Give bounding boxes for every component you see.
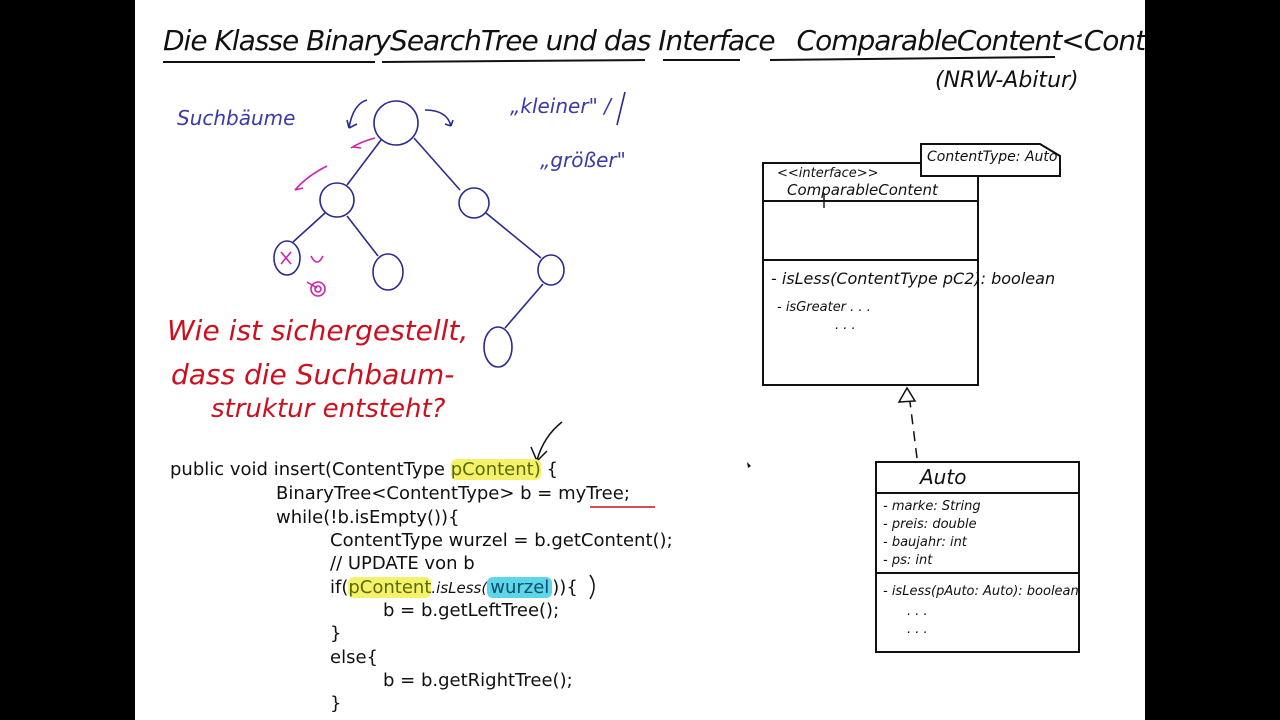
code-line-4: ContentType wurzel = b.getContent(); [330, 530, 673, 551]
code-line-2: BinaryTree<ContentType> b = myTree; [276, 483, 630, 504]
uml-class-box [875, 461, 1080, 653]
whiteboard-slide: Die Klasse BinarySearchTree und das Inte… [135, 0, 1145, 720]
code-arrow [506, 421, 595, 600]
uml-interface-stereotype: <<interface>> [777, 166, 879, 181]
subtitle: (NRW-Abitur) [935, 68, 1079, 93]
uml-interface-method-1: - isLess(ContentType pC2): boolean [771, 269, 1056, 288]
uml-interface-method-3: . . . [835, 318, 856, 333]
page-title: Die Klasse BinarySearchTree und das Inte… [163, 24, 1145, 57]
question-line-3: struktur entsteht? [211, 394, 446, 424]
uml-class-method-1: - isLess(pAuto: Auto): boolean [883, 584, 1079, 599]
uml-interface-name: ComparableContent [787, 181, 938, 199]
drawing-layer [163, 56, 1080, 653]
uml-template-param: ContentType: Auto [927, 149, 1058, 165]
code-line-5: // UPDATE von b [330, 553, 475, 574]
uml-class-attr-2: - preis: double [883, 517, 977, 532]
code-line-6: if(pContent.isLess(wurzel)){ [330, 577, 578, 598]
code-line-9: else{ [330, 647, 378, 668]
realization-arrow [897, 386, 918, 459]
tree-node-left-right [372, 253, 404, 291]
note-kleiner: „kleiner" / [510, 94, 611, 118]
note-groesser: „größer" [540, 148, 626, 172]
tree-node-right [458, 187, 490, 219]
uml-class-name: Auto [920, 465, 967, 489]
uml-class-method-2: . . . [907, 604, 928, 619]
note-suchbaeume: Suchbäume [177, 106, 296, 130]
uml-interface-method-2: - isGreater . . . [777, 300, 871, 315]
question-line-2: dass die Suchbaum- [171, 358, 455, 391]
tree-node-left-left [273, 240, 301, 276]
code-line-11: } [330, 693, 342, 714]
search-tree [273, 99, 565, 368]
code-line-10: b = b.getRightTree(); [383, 670, 573, 691]
uml-class-attr-1: - marke: String [883, 499, 981, 514]
code-line-7: b = b.getLeftTree(); [383, 600, 560, 621]
title-underlines [163, 56, 1056, 63]
pen-cursor-icon [747, 462, 751, 468]
uml-interface-box [762, 143, 1061, 386]
uml-class-attr-3: - baujahr: int [883, 535, 967, 550]
magenta-annotations [280, 137, 376, 297]
uml-class-attr-4: - ps: int [883, 553, 933, 568]
code-line-1: public void insert(ContentType pContent)… [170, 459, 558, 480]
code-line-3: while(!b.isEmpty()){ [276, 507, 460, 528]
tree-node-right-right [537, 254, 565, 286]
code-line-8: } [330, 623, 342, 644]
tree-node-root [373, 100, 419, 146]
question-line-1: Wie ist sichergestellt, [167, 314, 469, 347]
tree-node-rr-left [483, 326, 513, 368]
tree-node-left [319, 182, 355, 218]
uml-class-method-3: . . . [907, 622, 928, 637]
blue-slash [616, 91, 626, 126]
